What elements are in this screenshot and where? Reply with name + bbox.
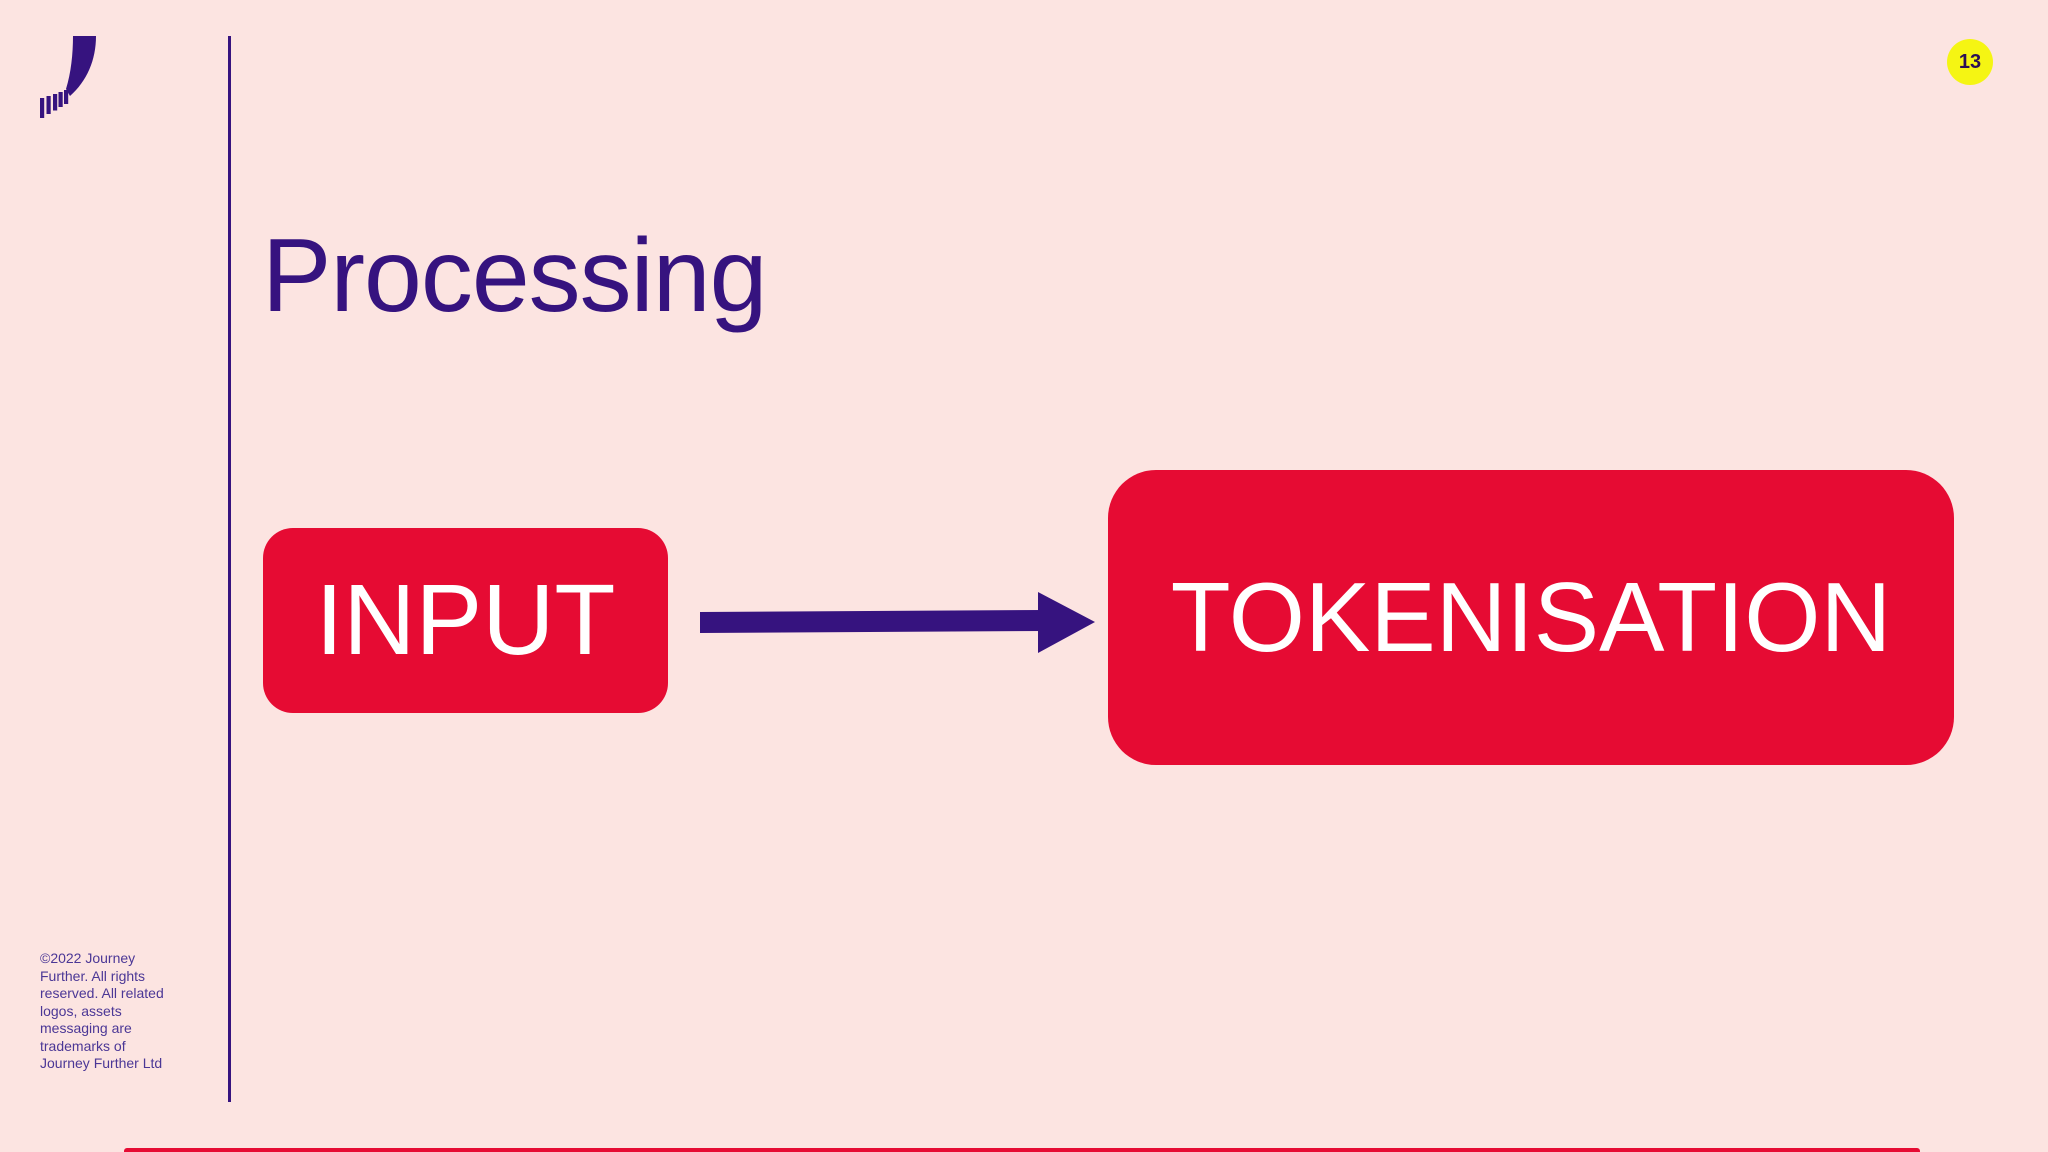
journey-further-logo-icon <box>40 36 96 118</box>
vertical-divider <box>228 36 231 1102</box>
partial-next-node <box>124 1148 1920 1152</box>
page-number-badge: 13 <box>1947 39 1993 85</box>
input-node: INPUT <box>263 528 668 713</box>
slide-title: Processing <box>262 218 767 334</box>
arrow-right-icon <box>700 592 1095 653</box>
tokenisation-node: TOKENISATION <box>1108 470 1954 765</box>
page-number: 13 <box>1958 50 1982 73</box>
copyright-text: ©2022 Journey Further. All rights reserv… <box>40 950 164 1071</box>
